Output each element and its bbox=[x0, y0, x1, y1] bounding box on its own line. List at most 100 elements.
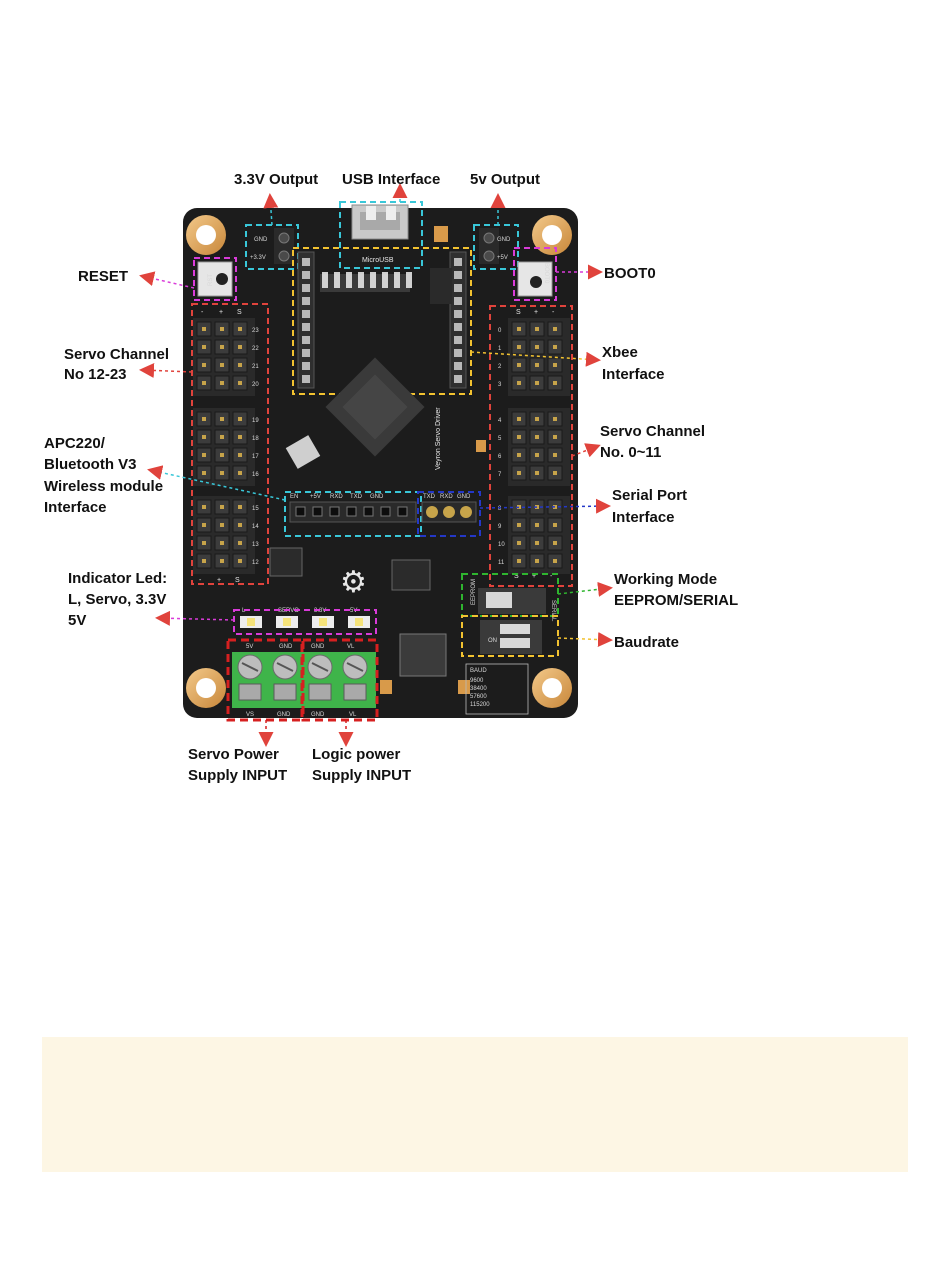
header-pin-contact bbox=[517, 327, 521, 331]
terminal-blocks: 5V GND GND VL VS GND GND VL bbox=[232, 644, 376, 718]
term-top-5v: 5V bbox=[246, 644, 253, 650]
channel-number: 4 bbox=[498, 418, 502, 424]
servo-right-col-headers: S + - S + - bbox=[514, 309, 555, 580]
terminal-wire-port bbox=[273, 683, 297, 701]
header-pin-contact bbox=[535, 417, 539, 421]
apc-pin bbox=[295, 506, 306, 517]
indicator-led-lens bbox=[247, 618, 255, 626]
header-pin-contact bbox=[238, 381, 242, 385]
serial-header: TXD RXD GND bbox=[421, 494, 477, 523]
header-pin-contact bbox=[553, 523, 557, 527]
header-pin-contact bbox=[517, 381, 521, 385]
header-pin-contact bbox=[202, 363, 206, 367]
xbee-chip-leg bbox=[406, 272, 412, 288]
led-silk-label: 5V bbox=[350, 608, 357, 614]
channel-number: 16 bbox=[252, 472, 259, 478]
servo-power-outline bbox=[226, 638, 304, 722]
label-servo-lo-1: Servo Channel bbox=[600, 423, 705, 440]
label-5v-output: 5v Output bbox=[470, 171, 540, 188]
xbee-chip-leg bbox=[322, 272, 328, 288]
header-pin-contact bbox=[220, 327, 224, 331]
xbee-pin bbox=[454, 362, 462, 370]
leader-led bbox=[155, 610, 235, 626]
header-pin-contact bbox=[202, 523, 206, 527]
terminal-wire-port bbox=[343, 683, 367, 701]
xbee-pin bbox=[302, 297, 310, 305]
callout-labels: 3.3V Output USB Interface 5v Output RESE… bbox=[44, 171, 738, 784]
header-pin-contact bbox=[238, 327, 242, 331]
label-mode-2: EEPROM/SERIAL bbox=[614, 592, 738, 609]
channel-number: 13 bbox=[252, 542, 259, 548]
term-top-vl: VL bbox=[347, 644, 355, 650]
header-pin-contact bbox=[553, 453, 557, 457]
left-top-minus: - bbox=[201, 309, 204, 316]
header-pin-contact bbox=[553, 363, 557, 367]
xbee-chip-leg bbox=[394, 272, 400, 288]
header-pin-contact bbox=[535, 541, 539, 545]
xbee-pin bbox=[454, 271, 462, 279]
baud-9600: 9600 bbox=[470, 678, 484, 684]
serial-pin-txd: TXD bbox=[423, 494, 436, 500]
xbee-pin bbox=[454, 323, 462, 331]
leader-servo-hi bbox=[139, 362, 193, 378]
header-pin-contact bbox=[238, 523, 242, 527]
label-serial-1: Serial Port bbox=[612, 487, 687, 504]
channel-number: 20 bbox=[252, 382, 259, 388]
apc-pin bbox=[397, 506, 408, 517]
xbee-pin bbox=[302, 375, 310, 383]
header-pin-contact bbox=[517, 505, 521, 509]
leader-reset bbox=[139, 271, 195, 289]
label-baudrate: Baudrate bbox=[614, 634, 679, 651]
header-pin-contact bbox=[202, 381, 206, 385]
right-top-s: S bbox=[516, 309, 521, 316]
header-3v3: GND +3.3V bbox=[250, 228, 294, 264]
label-led-2: L, Servo, 3.3V bbox=[68, 591, 166, 608]
label-servo-hi-1: Servo Channel bbox=[64, 346, 169, 363]
hdr33-gnd: GND bbox=[254, 237, 268, 243]
channel-number: 8 bbox=[498, 506, 502, 512]
channel-number: 17 bbox=[252, 454, 259, 460]
rst-silk: RST bbox=[208, 274, 214, 286]
terminal-wire-port bbox=[308, 683, 332, 701]
baud-table: BAUD 9600 38400 57600 115200 bbox=[465, 663, 529, 715]
usb-outline bbox=[339, 201, 423, 269]
xbee-pin bbox=[454, 375, 462, 383]
channel-number: 2 bbox=[498, 364, 502, 370]
header-pin-contact bbox=[535, 345, 539, 349]
serial-outline bbox=[417, 491, 481, 537]
xbee-socket bbox=[297, 251, 467, 389]
right-bot-plus: + bbox=[532, 573, 536, 580]
channel-number: 1 bbox=[498, 346, 502, 352]
apc-pin-txd: TXD bbox=[350, 494, 363, 500]
usb-connector: MicroUSB bbox=[351, 204, 409, 264]
xbee-pin bbox=[454, 258, 462, 266]
xbee-chip-leg bbox=[358, 272, 364, 288]
header-pin-contact bbox=[238, 345, 242, 349]
xbee-pin bbox=[454, 284, 462, 292]
channel-number: 7 bbox=[498, 472, 502, 478]
label-3v3-output: 3.3V Output bbox=[234, 171, 318, 188]
label-usb-interface: USB Interface bbox=[342, 171, 440, 188]
right-bot-s: S bbox=[514, 573, 519, 580]
channel-number: 6 bbox=[498, 454, 502, 460]
apc-pin-en: EN bbox=[290, 494, 298, 500]
apc-pin bbox=[363, 506, 374, 517]
channel-number: 11 bbox=[498, 560, 505, 566]
terminal-wire-port bbox=[238, 683, 262, 701]
label-apc-1: APC220/ bbox=[44, 435, 106, 452]
label-servo-pwr-2: Supply INPUT bbox=[188, 767, 287, 784]
channel-number: 0 bbox=[498, 328, 502, 334]
right-top-minus: - bbox=[552, 309, 555, 316]
header-5v: GND +5V bbox=[479, 228, 511, 264]
left-top-s: S bbox=[237, 309, 242, 316]
xbee-pin bbox=[454, 336, 462, 344]
header-pin-contact bbox=[220, 345, 224, 349]
header-pin-contact bbox=[238, 453, 242, 457]
label-servo-pwr-1: Servo Power bbox=[188, 746, 279, 763]
leader-33 bbox=[263, 193, 279, 226]
xbee-pin bbox=[302, 258, 310, 266]
serial-pin-rxd: RXD bbox=[440, 494, 453, 500]
terminal-screw-slot bbox=[311, 662, 329, 672]
header-pin-contact bbox=[553, 381, 557, 385]
mounting-holes bbox=[186, 215, 572, 708]
